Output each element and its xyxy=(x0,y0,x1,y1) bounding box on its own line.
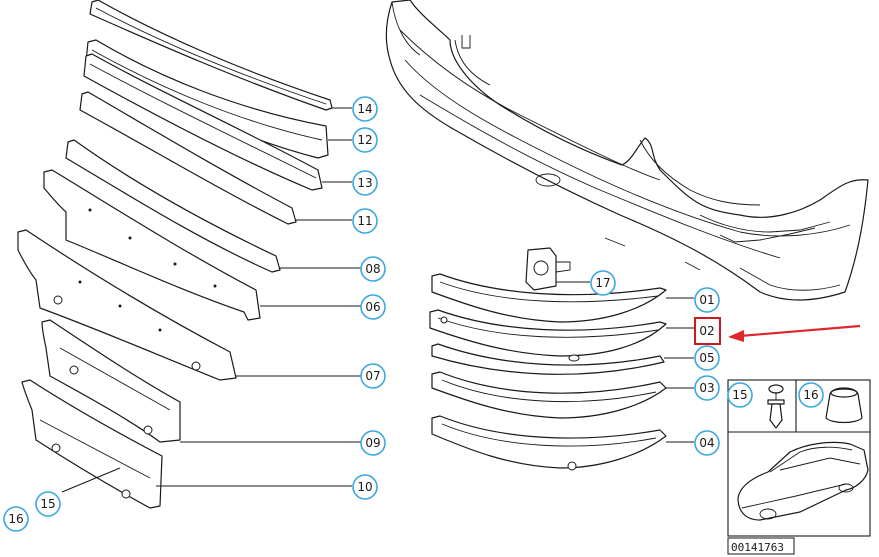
part-15-expanding-rivet xyxy=(767,384,785,429)
callout-05[interactable]: 05 xyxy=(694,345,720,371)
callout-14[interactable]: 14 xyxy=(352,96,378,122)
callout-08[interactable]: 08 xyxy=(360,256,386,282)
callout-label: 09 xyxy=(365,436,380,450)
callout-label: 02 xyxy=(699,324,714,338)
part-03-strip xyxy=(431,371,694,419)
callout-label: 07 xyxy=(365,369,380,383)
part-10-panel xyxy=(21,379,352,509)
callout-07[interactable]: 07 xyxy=(360,363,386,389)
callout-02-highlighted[interactable]: 02 xyxy=(694,317,721,345)
callout-03[interactable]: 03 xyxy=(694,375,720,401)
callout-label: 04 xyxy=(699,436,714,450)
callout-16-box[interactable]: 16 xyxy=(798,382,824,408)
callout-label: 06 xyxy=(365,300,380,314)
callout-label: 10 xyxy=(357,480,372,494)
part-14-strip xyxy=(89,0,352,111)
callout-01[interactable]: 01 xyxy=(694,287,720,313)
callout-04[interactable]: 04 xyxy=(694,430,720,456)
callout-label: 13 xyxy=(357,176,372,190)
callout-label: 14 xyxy=(357,102,372,116)
part-16-cap xyxy=(825,387,863,424)
part-09-panel xyxy=(41,319,362,443)
callout-label: 03 xyxy=(699,381,714,395)
callout-label: 16 xyxy=(803,388,818,402)
callout-label: 15 xyxy=(40,497,55,511)
callout-16-left[interactable]: 16 xyxy=(3,506,29,532)
callout-15-box[interactable]: 15 xyxy=(727,382,753,408)
part-02-strip xyxy=(429,309,694,357)
callout-label: 12 xyxy=(357,133,372,147)
callout-17[interactable]: 17 xyxy=(590,270,616,296)
part-11-strip xyxy=(79,91,352,225)
part-01-strip xyxy=(431,273,694,323)
part-05-strip xyxy=(431,343,694,375)
callout-15-left[interactable]: 15 xyxy=(35,491,61,517)
part-06-panel xyxy=(43,169,362,321)
callout-label: 15 xyxy=(732,388,747,402)
part-17-clip xyxy=(525,247,590,291)
part-08-strip xyxy=(65,139,362,273)
callout-09[interactable]: 09 xyxy=(360,430,386,456)
callout-label: 01 xyxy=(699,293,714,307)
callout-06[interactable]: 06 xyxy=(360,294,386,320)
part-13-strip xyxy=(83,53,352,191)
callout-label: 08 xyxy=(365,262,380,276)
callout-12[interactable]: 12 xyxy=(352,127,378,153)
highlight-arrow xyxy=(728,324,861,342)
diagram-id-text: 00141763 xyxy=(731,541,784,554)
bumper-cover-illustration xyxy=(385,0,869,301)
diagram-id-label: 00141763 xyxy=(727,537,795,555)
callout-10[interactable]: 10 xyxy=(352,474,378,500)
callout-11[interactable]: 11 xyxy=(352,208,378,234)
car-location-illustration xyxy=(737,441,869,521)
callout-label: 11 xyxy=(357,214,372,228)
callout-13[interactable]: 13 xyxy=(352,170,378,196)
callout-label: 17 xyxy=(595,276,610,290)
part-04-strip xyxy=(431,415,694,471)
callout-label: 05 xyxy=(699,351,714,365)
part-07-panel xyxy=(17,229,362,381)
callout-label: 16 xyxy=(8,512,23,526)
